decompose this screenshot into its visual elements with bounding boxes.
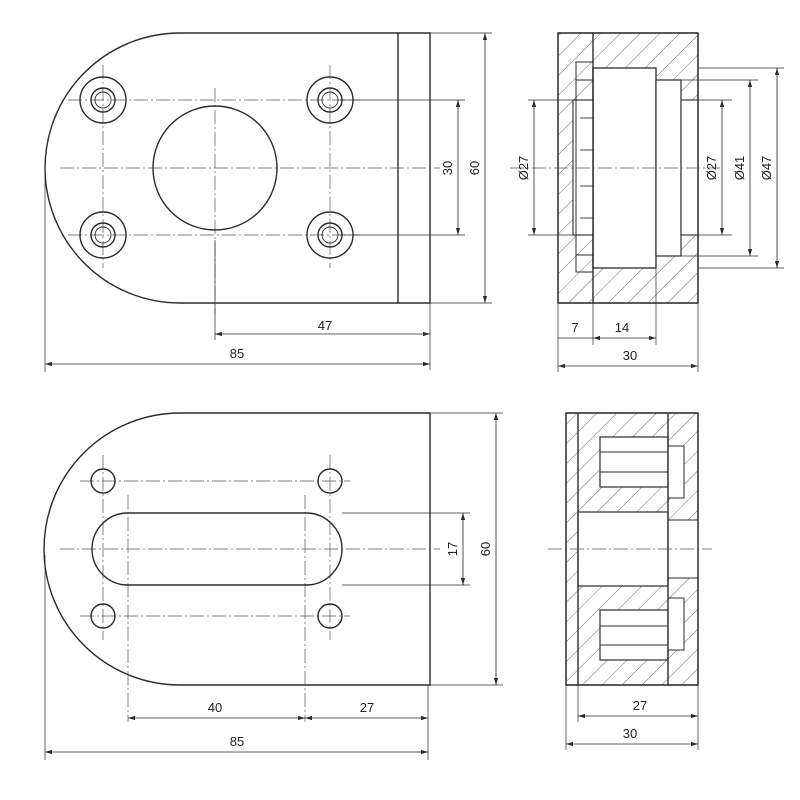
central-bore: [152, 105, 278, 231]
bolt-hole-top-left: [79, 76, 127, 124]
dim-label-30-section-bottom: 30: [623, 726, 637, 741]
top-plate-outline: [44, 32, 431, 304]
top-front-view: 47 85 30 60: [44, 32, 492, 372]
dim-label-85-bottom: 85: [230, 734, 244, 749]
dim-label-30: 30: [440, 161, 455, 175]
bottom-section-view: 27 30: [548, 412, 712, 750]
dim-label-14: 14: [615, 320, 629, 335]
hole-bottom-right: [317, 603, 343, 629]
dim-label-60-bottom: 60: [478, 542, 493, 556]
dim-label-17: 17: [445, 542, 460, 556]
hole-top-left: [90, 468, 116, 494]
dim-label-dia27-left: Ø27: [516, 156, 531, 181]
dim-label-7: 7: [571, 320, 578, 335]
dim-label-60: 60: [467, 161, 482, 175]
dim-label-dia41: Ø41: [732, 156, 747, 181]
dim-label-47: 47: [318, 318, 332, 333]
dim-label-30-section: 30: [623, 348, 637, 363]
dim-label-85: 85: [230, 346, 244, 361]
dim-label-40: 40: [208, 700, 222, 715]
bolt-hole-bottom-left: [79, 211, 127, 259]
dim-label-dia47: Ø47: [759, 156, 774, 181]
hole-bottom-left: [90, 603, 116, 629]
top-section-view: Ø27 Ø27 Ø41 Ø47 7 14 30: [510, 32, 784, 372]
dim-label-27-section: 27: [633, 698, 647, 713]
bottom-front-view: 40 27 85 17 60: [43, 412, 503, 760]
slot: [91, 512, 343, 586]
dim-label-27-bottom: 27: [360, 700, 374, 715]
hole-top-right: [317, 468, 343, 494]
dim-label-dia27-right: Ø27: [704, 156, 719, 181]
